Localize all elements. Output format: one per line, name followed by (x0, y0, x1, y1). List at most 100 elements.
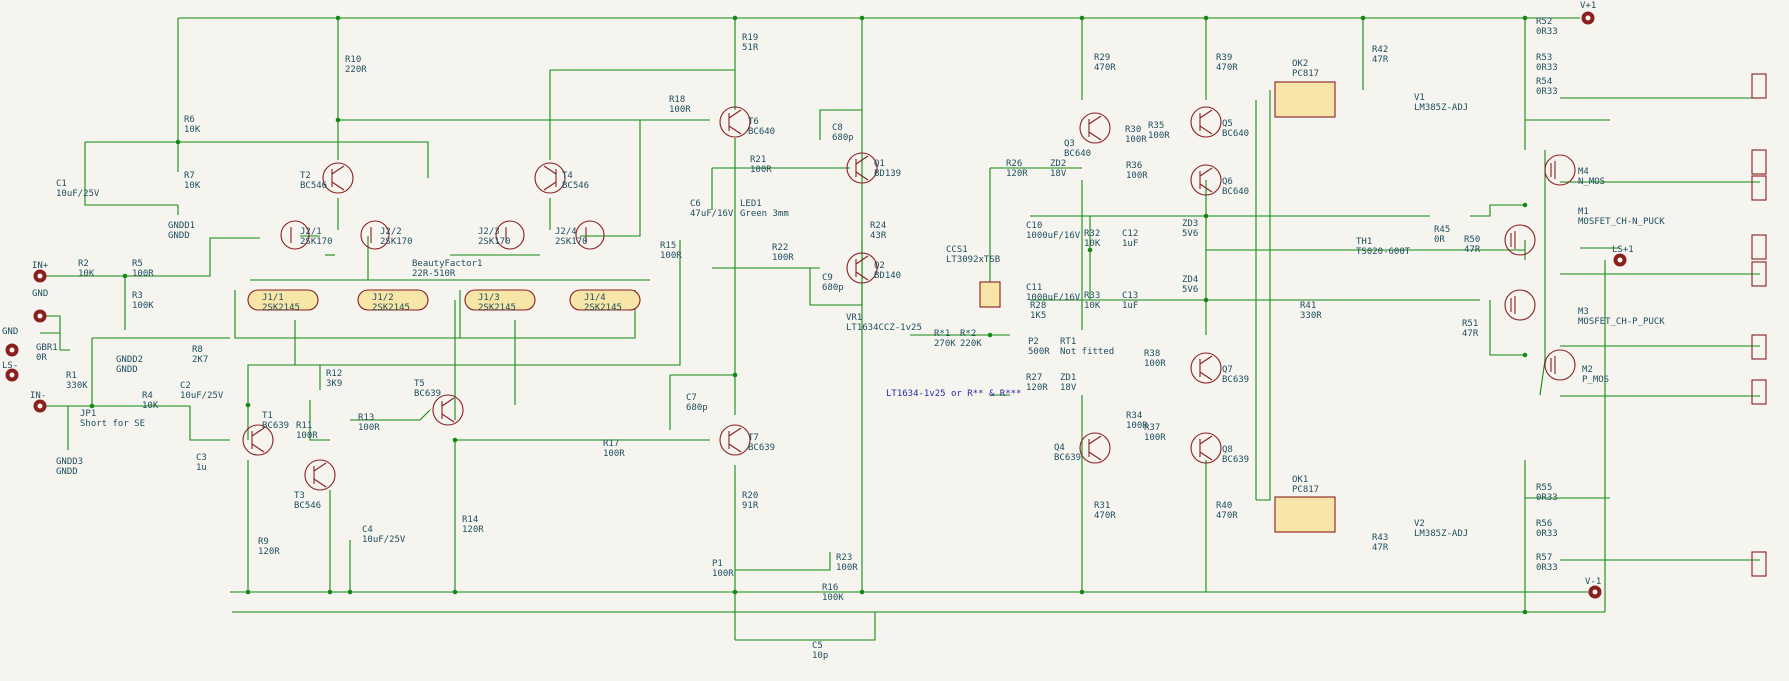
component-m2[interactable]: M2P_MOS (1582, 365, 1609, 385)
component-m4[interactable]: M4N_MOS (1578, 167, 1605, 187)
